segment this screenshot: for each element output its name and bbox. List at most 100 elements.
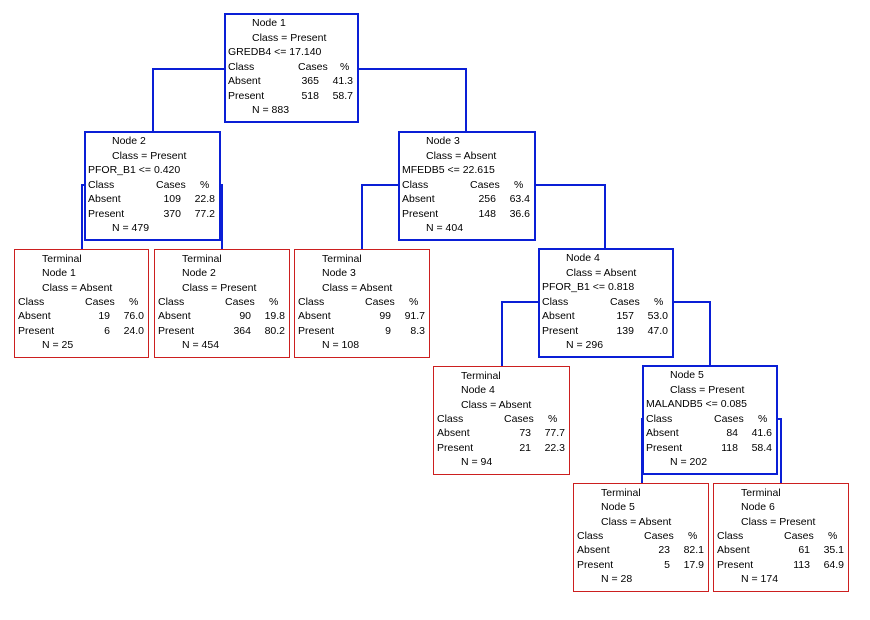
row-present-cases: 370: [163, 208, 181, 220]
node-class: Class = Present: [112, 150, 187, 162]
header-class: Class: [437, 413, 464, 425]
node-class: Class = Absent: [42, 282, 113, 294]
edge-n4-t4: [501, 301, 539, 366]
node-class: Class = Present: [252, 32, 327, 44]
header-pct: %: [269, 296, 279, 308]
terminal-node-2[interactable]: Terminal Node 2 Class = Present Class Ca…: [154, 249, 290, 358]
row-absent-pct: 63.4: [509, 193, 530, 205]
terminal-node-4[interactable]: Terminal Node 4 Class = Absent Class Cas…: [433, 366, 570, 475]
header-cases: Cases: [714, 413, 744, 425]
header-class: Class: [298, 296, 325, 308]
node-count: N = 883: [252, 104, 290, 116]
header-cases: Cases: [504, 413, 534, 425]
row-present-label: Present: [542, 325, 579, 337]
row-present-label: Present: [228, 90, 265, 102]
node-count: N = 108: [322, 339, 360, 351]
row-present-label: Present: [717, 559, 754, 571]
row-absent-label: Absent: [298, 310, 331, 322]
row-present-cases: 148: [478, 208, 496, 220]
header-pct: %: [514, 179, 524, 191]
tree-node-1[interactable]: Node 1 Class = Present GREDB4 <= 17.140 …: [224, 13, 359, 123]
row-present-label: Present: [158, 325, 195, 337]
node-title: Terminal: [461, 370, 501, 382]
row-present-pct: 22.3: [544, 442, 565, 454]
node-class: Class = Present: [182, 282, 257, 294]
header-class: Class: [717, 530, 744, 542]
node-count: N = 479: [112, 222, 150, 234]
header-cases: Cases: [784, 530, 814, 542]
node-class: Class = Present: [741, 516, 816, 528]
row-present-cases: 364: [233, 325, 251, 337]
node-count: N = 94: [461, 456, 493, 468]
header-class: Class: [402, 179, 429, 191]
edge-n4-n5: [673, 301, 711, 366]
row-present-pct: 8.3: [410, 325, 425, 337]
row-absent-pct: 77.7: [544, 427, 565, 439]
row-absent-pct: 41.6: [751, 427, 772, 439]
header-pct: %: [654, 296, 664, 308]
row-absent-pct: 53.0: [647, 310, 668, 322]
edge-n5-t6: [777, 418, 782, 483]
tree-node-3[interactable]: Node 3 Class = Absent MFEDB5 <= 22.615 C…: [398, 131, 536, 241]
row-absent-label: Absent: [18, 310, 51, 322]
node-count: N = 28: [601, 573, 633, 585]
header-class: Class: [158, 296, 185, 308]
header-cases: Cases: [225, 296, 255, 308]
row-present-cases: 139: [616, 325, 634, 337]
node-title-number: Node 2: [182, 267, 216, 279]
tree-node-5[interactable]: Node 5 Class = Present MALANDB5 <= 0.085…: [642, 365, 778, 475]
row-present-pct: 58.4: [751, 442, 772, 454]
row-absent-label: Absent: [158, 310, 191, 322]
node-title: Node 1: [252, 17, 286, 29]
row-absent-cases: 157: [616, 310, 634, 322]
row-absent-cases: 23: [658, 544, 670, 556]
row-absent-cases: 109: [163, 193, 181, 205]
header-cases: Cases: [85, 296, 115, 308]
node-count: N = 174: [741, 573, 779, 585]
terminal-node-5[interactable]: Terminal Node 5 Class = Absent Class Cas…: [573, 483, 709, 592]
node-count: N = 25: [42, 339, 74, 351]
row-absent-cases: 19: [98, 310, 110, 322]
node-class: Class = Absent: [426, 150, 497, 162]
row-present-cases: 21: [519, 442, 531, 454]
row-absent-label: Absent: [646, 427, 679, 439]
tree-node-4[interactable]: Node 4 Class = Absent PFOR_B1 <= 0.818 C…: [538, 248, 674, 358]
node-title: Terminal: [42, 253, 82, 265]
row-present-label: Present: [88, 208, 125, 220]
node-count: N = 202: [670, 456, 708, 468]
header-class: Class: [542, 296, 569, 308]
node-class: Class = Absent: [601, 516, 672, 528]
row-present-cases: 5: [664, 559, 670, 571]
row-present-pct: 24.0: [123, 325, 144, 337]
row-present-label: Present: [298, 325, 335, 337]
edge-n3-n4: [535, 184, 606, 249]
node-count: N = 296: [566, 339, 604, 351]
row-absent-label: Absent: [577, 544, 610, 556]
terminal-node-1[interactable]: Terminal Node 1 Class = Absent Class Cas…: [14, 249, 149, 358]
node-title-number: Node 3: [322, 267, 356, 279]
row-present-label: Present: [577, 559, 614, 571]
row-present-cases: 113: [793, 559, 810, 571]
row-absent-cases: 256: [478, 193, 496, 205]
row-absent-label: Absent: [542, 310, 575, 322]
node-title: Terminal: [322, 253, 362, 265]
row-absent-cases: 73: [519, 427, 531, 439]
terminal-node-6[interactable]: Terminal Node 6 Class = Present Class Ca…: [713, 483, 849, 592]
header-class: Class: [646, 413, 673, 425]
row-present-pct: 80.2: [264, 325, 285, 337]
node-class: Class = Present: [670, 384, 745, 396]
terminal-node-3[interactable]: Terminal Node 3 Class = Absent Class Cas…: [294, 249, 430, 358]
row-present-pct: 36.6: [509, 208, 530, 220]
row-absent-pct: 41.3: [332, 75, 353, 87]
row-present-label: Present: [402, 208, 439, 220]
tree-node-2[interactable]: Node 2 Class = Present PFOR_B1 <= 0.420 …: [84, 131, 221, 241]
row-present-cases: 9: [385, 325, 391, 337]
node-title: Node 5: [670, 369, 704, 381]
row-absent-label: Absent: [437, 427, 470, 439]
header-class: Class: [577, 530, 604, 542]
node-split-rule: GREDB4 <= 17.140: [228, 46, 322, 58]
header-cases: Cases: [610, 296, 640, 308]
header-pct: %: [200, 179, 210, 191]
row-absent-pct: 22.8: [194, 193, 215, 205]
node-count: N = 454: [182, 339, 220, 351]
